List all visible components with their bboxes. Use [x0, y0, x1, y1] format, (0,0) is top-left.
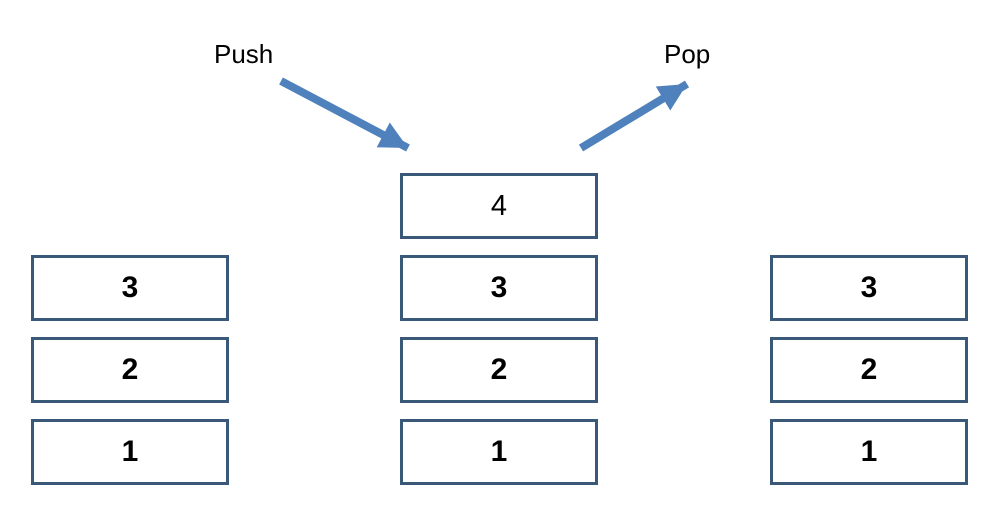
pop-label: Pop [664, 39, 711, 69]
left-stack-box-0: 3 [31, 255, 229, 321]
middle-stack-box-2: 2 [400, 337, 598, 403]
push-arrow-icon [279, 77, 410, 152]
right-stack-box-1: 2 [770, 337, 968, 403]
middle-stack-pushed-box: 4 [400, 173, 598, 239]
middle-stack-box-1: 3 [400, 255, 598, 321]
middle-stack-box-3: 1 [400, 419, 598, 485]
pop-arrow-icon [578, 80, 690, 152]
right-stack-box-2: 1 [770, 419, 968, 485]
right-stack-box-0: 3 [770, 255, 968, 321]
left-stack-box-1: 2 [31, 337, 229, 403]
push-label: Push [214, 39, 274, 69]
left-stack-box-2: 1 [31, 419, 229, 485]
